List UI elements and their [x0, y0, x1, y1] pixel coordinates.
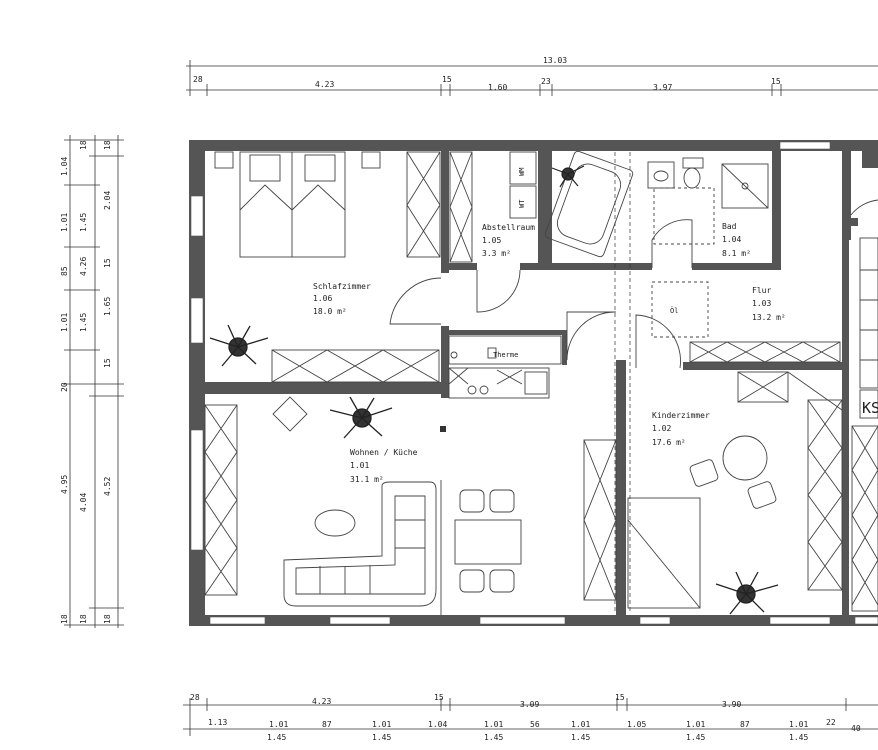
plant-bedroom [209, 324, 269, 367]
dim-left-c6: 18 [103, 614, 112, 624]
room-number-abstellraum: 1.05 [482, 236, 501, 245]
dim-bot-b7: 1.01 [571, 720, 590, 729]
room-name-bad: Bad [722, 222, 737, 231]
dim-top-6: 15 [771, 77, 781, 86]
label-oel: Öl [670, 306, 678, 315]
dim-bot-b12: 22 [826, 718, 836, 727]
dim-bot-a0: 28 [190, 693, 200, 702]
room-number-schlafzimmer: 1.06 [313, 294, 332, 303]
dim-top-total: 13.03 [543, 56, 567, 65]
room-name-abstellraum: Abstellraum [482, 223, 535, 232]
room-labels: Schlafzimmer 1.06 18.0 m² Abstellraum 1.… [313, 168, 878, 484]
room-area-flur: 13.2 m² [752, 313, 786, 322]
furniture [204, 150, 878, 615]
dim-top-4: 23 [541, 77, 551, 86]
dim-bot-b3: 1.01 [372, 720, 391, 729]
dim-left-b5: 18 [79, 614, 88, 624]
dim-bot-a1: 4.23 [312, 697, 331, 706]
room-name-kinderzimmer: Kinderzimmer [652, 411, 710, 420]
dim-bot-a4: 15 [615, 693, 625, 702]
room-number-wohnen: 1.01 [350, 461, 369, 470]
dim-bot-b2: 87 [322, 720, 332, 729]
plant-kids [715, 571, 779, 615]
room-area-bad: 8.1 m² [722, 249, 751, 258]
room-number-flur: 1.03 [752, 299, 771, 308]
dim-bot-b8: 1.05 [627, 720, 646, 729]
dim-bot-c3: 1.45 [571, 733, 590, 742]
top-dimensions: 13.03 28 4.23 15 1.60 23 3.97 15 [186, 56, 878, 96]
dim-bot-b6: 56 [530, 720, 540, 729]
room-number-kinderzimmer: 1.02 [652, 424, 671, 433]
label-wm: WM [518, 168, 526, 176]
dim-left-b3: 1.45 [79, 313, 88, 332]
room-area-wohnen: 31.1 m² [350, 475, 384, 484]
plant-bath [551, 165, 585, 188]
dim-top-5: 3.97 [653, 83, 672, 92]
dim-top-0: 28 [193, 75, 203, 84]
room-number-bad: 1.04 [722, 235, 741, 244]
dim-left-b2: 4.26 [79, 257, 88, 276]
dim-left-a2: 85 [60, 266, 69, 276]
dim-left-b0: 18 [79, 140, 88, 150]
dim-bot-a3: 3.09 [520, 700, 539, 709]
dim-bot-c4: 1.45 [686, 733, 705, 742]
doors [389, 199, 878, 369]
label-ks: KS [862, 399, 878, 417]
dim-left-b4: 4.04 [79, 493, 88, 512]
room-area-kinderzimmer: 17.6 m² [652, 438, 686, 447]
dim-bot-b4: 1.04 [428, 720, 447, 729]
dim-left-c1: 2.04 [103, 191, 112, 210]
dim-bot-b1: 1.01 [269, 720, 288, 729]
dim-left-a3: 1.01 [60, 313, 69, 332]
dim-top-3: 1.60 [488, 83, 507, 92]
dim-bot-b0: 1.13 [208, 718, 227, 727]
dim-bot-a5: 3.90 [722, 700, 741, 709]
room-name-flur: Flur [752, 286, 771, 295]
left-dimensions: 1.04 1.01 85 1.01 20 4.95 18 18 1.45 4.2… [60, 135, 124, 628]
label-wt: WT [518, 199, 526, 208]
dim-left-c4: 15 [103, 358, 112, 368]
dim-bot-b13: 40 [851, 724, 861, 733]
dim-left-b1: 1.45 [79, 213, 88, 232]
dim-left-c5: 4.52 [103, 477, 112, 496]
dim-top-2: 15 [442, 75, 452, 84]
dim-bot-c0: 1.45 [267, 733, 286, 742]
dim-bot-b10: 87 [740, 720, 750, 729]
walls [189, 140, 878, 626]
bottom-dimensions: 28 4.23 15 3.09 15 3.90 1.13 1.01 87 1.0… [183, 693, 878, 742]
room-area-schlafzimmer: 18.0 m² [313, 307, 347, 316]
dim-left-a5: 4.95 [60, 475, 69, 494]
dim-bot-b11: 1.01 [789, 720, 808, 729]
dim-left-a0: 1.04 [60, 157, 69, 176]
dim-bot-b9: 1.01 [686, 720, 705, 729]
dim-left-c0: 18 [103, 140, 112, 150]
dim-left-c2: 15 [103, 258, 112, 268]
dim-left-a6: 18 [60, 614, 69, 624]
dim-left-c3: 1.65 [103, 297, 112, 316]
room-area-abstellraum: 3.3 m² [482, 249, 511, 258]
dim-bot-c2: 1.45 [484, 733, 503, 742]
plant-living [329, 396, 393, 439]
room-name-schlafzimmer: Schlafzimmer [313, 282, 371, 291]
dim-left-a1: 1.01 [60, 213, 69, 232]
dim-top-1: 4.23 [315, 80, 334, 89]
dim-bot-a2: 15 [434, 693, 444, 702]
label-therme: Therme [493, 351, 518, 359]
dim-left-a4: 20 [60, 382, 69, 392]
dim-bot-c5: 1.45 [789, 733, 808, 742]
dim-bot-c1: 1.45 [372, 733, 391, 742]
room-name-wohnen: Wohnen / Küche [350, 448, 418, 457]
dim-bot-b5: 1.01 [484, 720, 503, 729]
